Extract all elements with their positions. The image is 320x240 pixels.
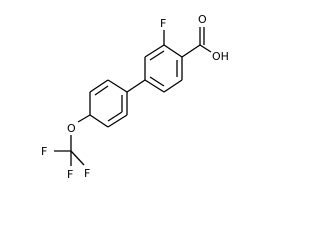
bond-ring-a-5 bbox=[144, 79, 165, 93]
ring-b bbox=[89, 79, 128, 128]
bond-ring-to-ether-o bbox=[77, 114, 91, 123]
hydroxyl-label: OH bbox=[212, 50, 229, 63]
bond-ring-to-carboxyl bbox=[181, 44, 201, 58]
bond-ring-b-1 bbox=[107, 79, 128, 93]
bond-ring-b-4 bbox=[89, 114, 109, 128]
bond-biaryl bbox=[126, 79, 146, 93]
double-bond-ring-b-2 bbox=[107, 111, 123, 122]
molecule-structure: F O OH O F F F bbox=[41, 13, 229, 181]
bond-ring-a-2 bbox=[163, 44, 183, 58]
bond-ring-b-5 bbox=[107, 114, 128, 128]
cf3-fluorine-3-label: F bbox=[84, 167, 90, 180]
carbonyl-oxygen-label: O bbox=[198, 13, 207, 26]
fluorine-label: F bbox=[160, 17, 166, 30]
cf3-fluorine-1-label: F bbox=[41, 145, 47, 158]
cf3-fluorine-2-label: F bbox=[67, 168, 73, 181]
bond-ring-b-2 bbox=[89, 79, 109, 93]
double-bond-ring-a-3 bbox=[149, 76, 165, 87]
bond-c-f3 bbox=[70, 150, 85, 166]
ether-oxygen-label: O bbox=[67, 122, 76, 135]
double-bond-ring-a-1 bbox=[149, 50, 165, 61]
ring-a bbox=[144, 44, 183, 93]
bond-ring-a-1 bbox=[144, 44, 165, 58]
double-bond-ring-b-1 bbox=[94, 85, 109, 96]
bond-ring-a-4 bbox=[163, 79, 183, 93]
bond-c-oh bbox=[199, 44, 212, 53]
